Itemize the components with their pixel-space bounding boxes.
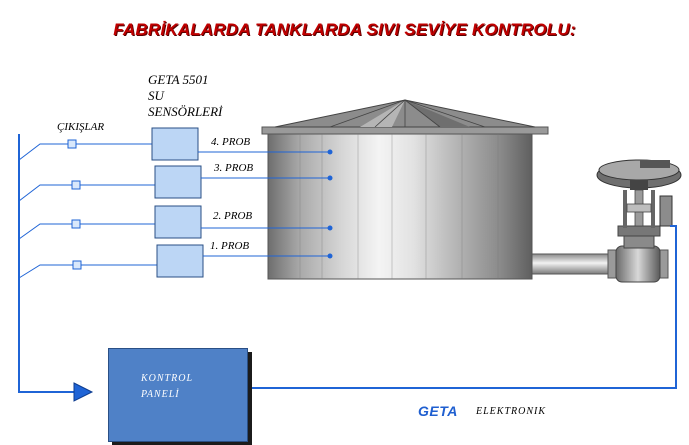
signal-bus <box>18 134 94 402</box>
control-panel: KONTROL PANELİ <box>108 348 248 442</box>
sensor-1 <box>156 244 204 278</box>
arrow-to-panel <box>73 382 94 402</box>
probe-tips <box>327 149 333 259</box>
tank-roof <box>261 99 549 135</box>
diagram-title: FABRİKALARDA TANKLARDA SIVI SEVİYE KONTR… <box>113 20 576 39</box>
sensors <box>151 127 204 278</box>
brand-suffix: ELEKTRONIK <box>476 406 547 417</box>
probe-label-2: 2. PROB <box>213 210 253 222</box>
output-lines <box>18 143 157 279</box>
output-terminal-2 <box>71 219 81 229</box>
probe-tip-1 <box>327 253 333 259</box>
sensor-caption-line-3: SENSÖRLERİ <box>148 104 223 119</box>
control-panel-label-line-1: KONTROL <box>141 373 194 384</box>
sensor-caption-line-1: GETA 5501 <box>148 72 209 87</box>
brand-logo: GETA <box>418 403 458 419</box>
sensor-2 <box>154 205 202 239</box>
probe-lines <box>198 151 330 257</box>
control-valve <box>596 159 682 283</box>
sensor-caption: GETA 5501 SU SENSÖRLERİ <box>148 72 222 120</box>
control-panel-label-line-2: PANELİ <box>141 389 180 400</box>
probe-tip-2 <box>327 225 333 231</box>
output-terminal-4 <box>67 139 77 149</box>
outputs-label: ÇIKIŞLAR <box>57 121 105 133</box>
outlet-pipe <box>531 249 669 279</box>
probe-tip-3 <box>327 175 333 181</box>
panel-to-valve-line <box>246 225 677 389</box>
tank-panel-seams <box>299 134 499 279</box>
output-terminal-1 <box>72 260 82 270</box>
control-panel-label: KONTROL PANELİ <box>141 371 193 403</box>
sensor-caption-line-2: SU <box>148 88 164 103</box>
sensor-3 <box>154 165 202 199</box>
output-terminals <box>67 139 82 270</box>
sensor-4 <box>151 127 199 161</box>
probe-label-1: 1. PROB <box>210 240 250 252</box>
tank-body <box>267 133 533 280</box>
probe-tip-4 <box>327 149 333 155</box>
probe-label-3: 3. PROB <box>214 162 254 174</box>
probe-label-4: 4. PROB <box>211 136 251 148</box>
output-terminal-3 <box>71 180 81 190</box>
